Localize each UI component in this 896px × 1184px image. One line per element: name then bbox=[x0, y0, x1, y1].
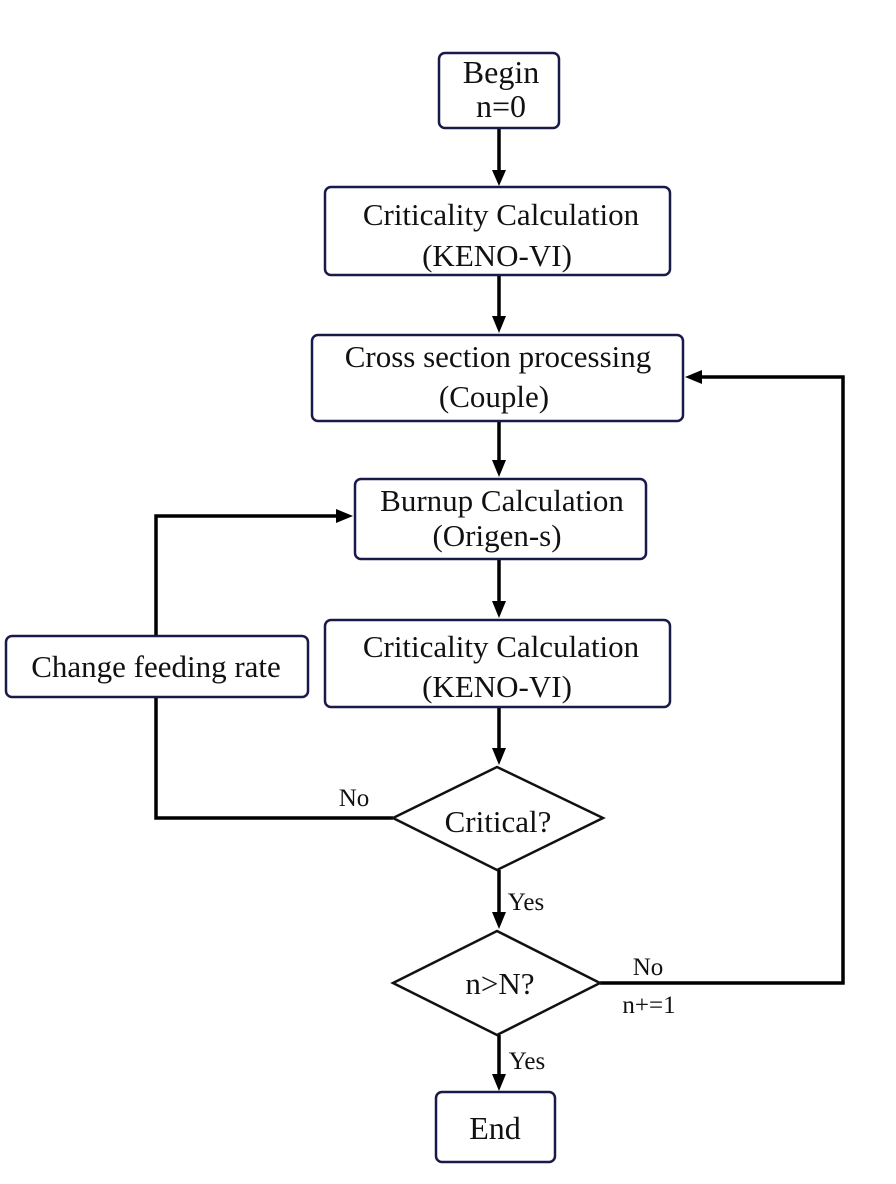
node-critical-decision: Critical? bbox=[390, 765, 606, 872]
edge-label-n-increment: n+=1 bbox=[622, 992, 675, 1019]
criticality-1-label-line1: Criticality Calculation bbox=[363, 197, 640, 232]
arrowhead bbox=[492, 912, 506, 929]
node-burnup-calculation: Burnup Calculation (Origen-s) bbox=[353, 477, 648, 561]
node-end: End bbox=[434, 1090, 557, 1164]
edge-label-critical-no: No bbox=[339, 785, 370, 812]
begin-label-line1: Begin bbox=[463, 54, 539, 90]
edge-change-feeding-to-burnup bbox=[154, 514, 338, 636]
edge-label-critical-yes: Yes bbox=[508, 889, 544, 916]
change-feeding-label: Change feeding rate bbox=[31, 649, 281, 684]
node-criticality-calculation-1: Criticality Calculation (KENO-VI) bbox=[323, 185, 672, 277]
node-change-feeding-rate: Change feeding rate bbox=[4, 634, 310, 699]
criticality-1-label-line2: (KENO-VI) bbox=[422, 238, 572, 273]
edge-critical-no-loop bbox=[154, 697, 393, 820]
arrowhead bbox=[492, 1074, 506, 1091]
criticality-2-label-line2: (KENO-VI) bbox=[422, 669, 572, 704]
node-cross-section-processing: Cross section processing (Couple) bbox=[310, 333, 685, 423]
arrowhead bbox=[336, 509, 353, 523]
edge-n-no-loop bbox=[600, 375, 845, 985]
begin-label-line2: n=0 bbox=[476, 88, 526, 124]
arrowhead bbox=[685, 370, 702, 384]
end-label: End bbox=[469, 1110, 521, 1146]
edge-label-n-no: No bbox=[633, 954, 664, 981]
node-criticality-calculation-2: Criticality Calculation (KENO-VI) bbox=[323, 618, 672, 709]
edge-labels: No Yes No n+=1 Yes bbox=[339, 785, 676, 1075]
edge-label-n-yes: Yes bbox=[509, 1048, 545, 1075]
arrowhead bbox=[492, 460, 506, 477]
arrowhead bbox=[492, 748, 506, 765]
critical-decision-label: Critical? bbox=[445, 804, 552, 839]
cross-section-label-line2: (Couple) bbox=[439, 379, 549, 414]
arrowhead bbox=[492, 170, 506, 186]
node-begin: Begin n=0 bbox=[437, 51, 561, 130]
node-n-decision: n>N? bbox=[390, 929, 603, 1037]
burnup-label-line2: (Origen-s) bbox=[432, 518, 561, 553]
criticality-2-label-line1: Criticality Calculation bbox=[363, 629, 640, 664]
arrowhead bbox=[492, 601, 506, 618]
cross-section-label-line1: Cross section processing bbox=[345, 339, 652, 374]
burnup-label-line1: Burnup Calculation bbox=[380, 483, 624, 518]
arrowhead bbox=[492, 316, 506, 333]
n-decision-label: n>N? bbox=[465, 966, 534, 1001]
edges bbox=[154, 128, 845, 1091]
